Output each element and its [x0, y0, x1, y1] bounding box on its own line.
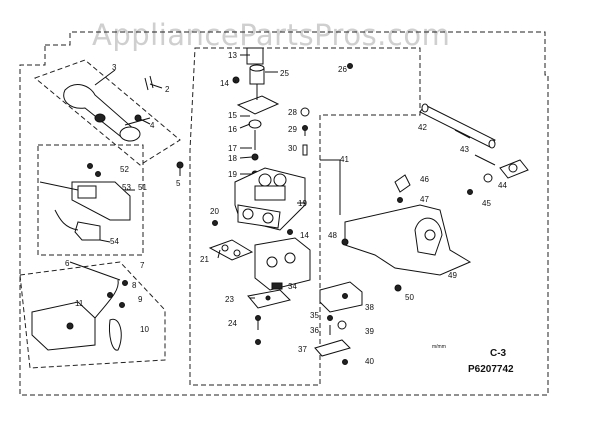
side-screws: [300, 63, 353, 156]
callout-53: 53: [122, 183, 131, 192]
callout-26: 26: [338, 65, 347, 74]
screw-part-4: [134, 114, 142, 122]
valve-stem-stack: [232, 47, 280, 178]
callout-51: 51: [138, 183, 147, 192]
callout-37: 37: [298, 345, 307, 354]
callout-14: 14: [220, 79, 229, 88]
thermocouple-part: [31, 279, 128, 351]
callout-29: 29: [288, 125, 297, 134]
thermocouple-boundary: [19, 261, 166, 369]
callout-15: 15: [228, 111, 237, 120]
plate-23: [247, 289, 291, 345]
callout-41: 41: [340, 155, 349, 164]
igniter-module: [39, 163, 131, 221]
callout-9: 9: [138, 295, 143, 304]
callout-40: 40: [365, 357, 374, 366]
callout-8: 8: [132, 281, 137, 290]
watermark: AppliancePartsPros.com: [92, 18, 451, 52]
mounting-bracket: [341, 174, 472, 292]
callout-50: 50: [405, 293, 414, 302]
callout-47: 47: [420, 195, 429, 204]
callout-10: 10: [140, 325, 149, 334]
callout-18: 18: [228, 154, 237, 163]
callout-19-right: 19: [298, 199, 307, 208]
callout-34: 34: [288, 282, 297, 291]
callout-17: 17: [228, 144, 237, 153]
cover-38: [319, 281, 363, 313]
nut-part-5: [176, 161, 184, 169]
burner-boundary: [34, 59, 181, 166]
callout-45: 45: [482, 199, 491, 208]
callout-46: 46: [420, 175, 429, 184]
callout-2: 2: [165, 85, 170, 94]
callout-54: 54: [110, 237, 119, 246]
callout-35: 35: [310, 311, 319, 320]
diagram-code: P6207742: [468, 364, 514, 375]
small-code: m/mm: [432, 344, 446, 350]
callout-21: 21: [200, 255, 209, 264]
valve-body: [212, 167, 306, 235]
callout-3: 3: [112, 63, 117, 72]
callout-28: 28: [288, 108, 297, 117]
callout-39: 39: [365, 327, 374, 336]
callout-6: 6: [65, 259, 70, 268]
callout-38: 38: [365, 303, 374, 312]
valve-assembly-boundary: [189, 47, 421, 386]
section-code: C-3: [490, 348, 507, 359]
tube-42: [419, 103, 496, 149]
callout-13: 13: [228, 51, 237, 60]
callout-24: 24: [228, 319, 237, 328]
leader-lines: [69, 54, 496, 299]
callout-49: 49: [448, 271, 457, 280]
callout-52: 52: [120, 165, 129, 174]
callout-42: 42: [418, 123, 427, 132]
callout-20: 20: [210, 207, 219, 216]
gasket-21: [208, 239, 254, 261]
callout-19: 19: [228, 170, 237, 179]
callout-30: 30: [288, 144, 297, 153]
spring-part-2: [144, 75, 154, 91]
burner-part: [63, 84, 151, 142]
solenoid-block: [254, 237, 311, 291]
parts-35-40: [314, 315, 351, 365]
igniter-boundary: [37, 144, 144, 256]
callout-11: 11: [75, 299, 84, 308]
spark-unit: [54, 209, 101, 241]
callout-25: 25: [280, 69, 289, 78]
callout-36: 36: [310, 326, 319, 335]
callout-4: 4: [150, 121, 155, 130]
outer-boundary: [19, 31, 549, 396]
callout-7: 7: [140, 261, 145, 270]
callout-5: 5: [176, 179, 181, 188]
fitting-43: [467, 159, 529, 195]
callout-23: 23: [225, 295, 234, 304]
callout-48: 48: [328, 231, 337, 240]
callout-43: 43: [460, 145, 469, 154]
callout-14-right: 14: [300, 231, 309, 240]
callout-labels: 2 3 4 5 6 7 8 9 10 11 13 14 15 16 17 18 …: [65, 51, 507, 366]
callout-44: 44: [498, 181, 507, 190]
callout-16: 16: [228, 125, 237, 134]
